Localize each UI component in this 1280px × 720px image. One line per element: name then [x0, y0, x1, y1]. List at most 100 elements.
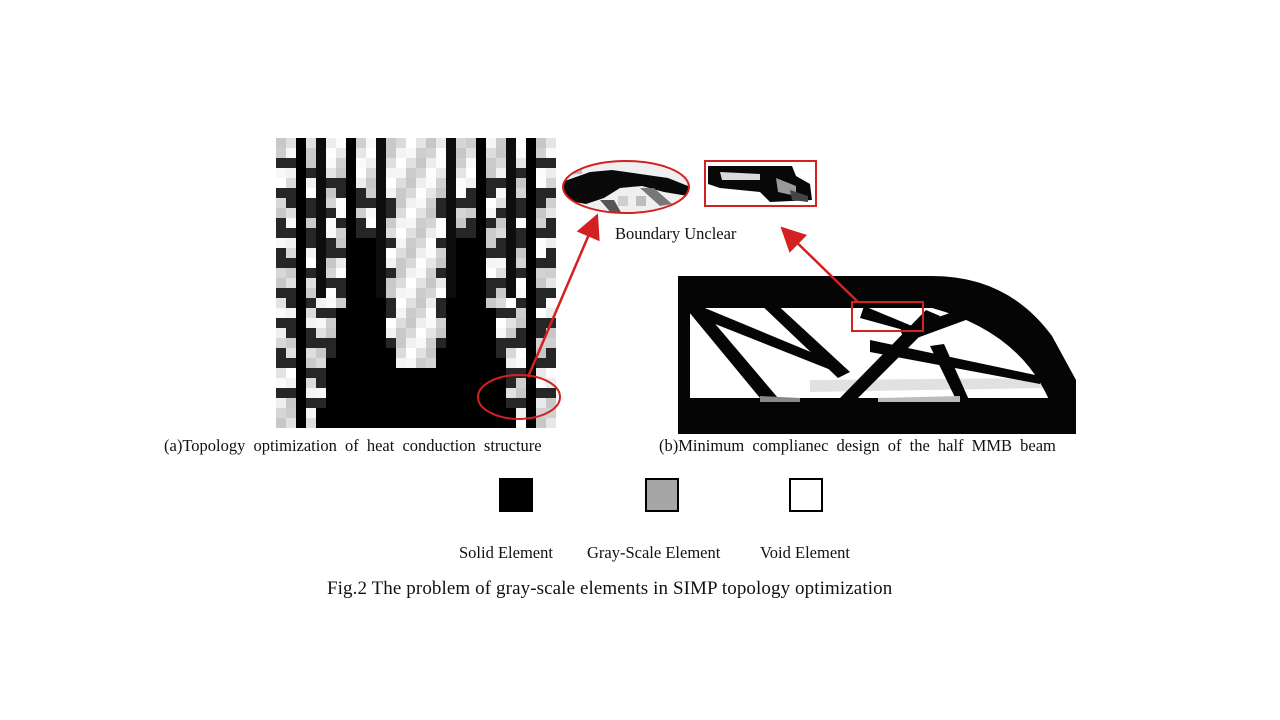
panel-a-pixel: [546, 248, 556, 258]
panel-a-pixel: [446, 328, 456, 338]
panel-a-pixel: [396, 208, 406, 218]
panel-a-pixel: [366, 148, 376, 158]
panel-a-pixel: [386, 278, 396, 288]
panel-a-pixel: [276, 358, 286, 368]
panel-a-pixel: [366, 258, 376, 268]
panel-a-pixel: [376, 268, 386, 278]
panel-a-pixel: [406, 168, 416, 178]
panel-a-pixel: [426, 418, 436, 428]
panel-a-pixel: [526, 178, 536, 188]
panel-a-pixel: [326, 168, 336, 178]
panel-a-pixel: [526, 258, 536, 268]
panel-a-pixel: [406, 218, 416, 228]
panel-a-pixel: [336, 178, 346, 188]
panel-a-pixel: [406, 228, 416, 238]
panel-a-pixel: [346, 358, 356, 368]
panel-a-pixel: [516, 378, 526, 388]
panel-a-pixel: [546, 348, 556, 358]
panel-a-pixel: [476, 288, 486, 298]
panel-a-pixel: [346, 338, 356, 348]
panel-a-pixel: [416, 288, 426, 298]
panel-a-pixel: [306, 178, 316, 188]
panel-a-pixel: [406, 278, 416, 288]
panel-a-pixel: [336, 408, 346, 418]
panel-a-pixel: [366, 228, 376, 238]
panel-a-pixel: [536, 418, 546, 428]
panel-a-pixel: [516, 398, 526, 408]
panel-a-pixel: [356, 148, 366, 158]
panel-a-pixel: [406, 308, 416, 318]
panel-a-pixel: [526, 168, 536, 178]
panel-a-pixel: [286, 258, 296, 268]
panel-a-pixel: [476, 248, 486, 258]
panel-a-pixel: [326, 238, 336, 248]
panel-a-pixel: [496, 368, 506, 378]
panel-a-pixel: [446, 318, 456, 328]
panel-a-pixel: [486, 208, 496, 218]
panel-a-pixel: [496, 348, 506, 358]
panel-a-pixel: [486, 148, 496, 158]
panel-a-pixel: [456, 388, 466, 398]
panel-a-pixel: [356, 218, 366, 228]
panel-a-pixel: [326, 358, 336, 368]
panel-a-pixel: [336, 368, 346, 378]
panel-a-pixel: [536, 138, 546, 148]
panel-a-pixel: [356, 288, 366, 298]
panel-a-pixel: [426, 168, 436, 178]
panel-a-pixel: [476, 358, 486, 368]
panel-a-pixel: [366, 378, 376, 388]
panel-a-pixel: [496, 358, 506, 368]
panel-a-pixel: [306, 138, 316, 148]
panel-a-pixel: [286, 148, 296, 158]
panel-a-pixel: [506, 168, 516, 178]
panel-a-pixel: [366, 218, 376, 228]
panel-a-pixel: [286, 378, 296, 388]
panel-a-pixel: [486, 358, 496, 368]
panel-a-pixel: [416, 258, 426, 268]
panel-a-pixel: [546, 398, 556, 408]
panel-a-pixel: [466, 408, 476, 418]
panel-a-pixel: [516, 368, 526, 378]
panel-a-pixel: [386, 348, 396, 358]
panel-a-pixel: [316, 148, 326, 158]
panel-a-pixel: [316, 178, 326, 188]
panel-a-pixel: [346, 318, 356, 328]
panel-a-pixel: [516, 258, 526, 268]
legend-label-gray: Gray-Scale Element: [587, 543, 721, 562]
panel-a-pixel: [366, 398, 376, 408]
panel-a-pixel: [346, 258, 356, 268]
panel-a-pixel: [276, 158, 286, 168]
panel-a-pixel: [346, 378, 356, 388]
panel-a-pixel: [276, 338, 286, 348]
panel-a-pixel: [536, 338, 546, 348]
panel-a-pixel: [386, 268, 396, 278]
panel-a-pixel: [416, 218, 426, 228]
panel-a-pixel: [406, 338, 416, 348]
panel-a-pixel: [486, 388, 496, 398]
panel-a-pixel: [356, 378, 366, 388]
panel-a-pixel: [426, 218, 436, 228]
panel-a-pixel: [496, 188, 506, 198]
panel-a-pixel: [546, 168, 556, 178]
panel-a-pixel: [476, 338, 486, 348]
panel-a-pixel: [276, 138, 286, 148]
panel-a-pixel: [406, 388, 416, 398]
panel-a-pixel: [546, 278, 556, 288]
panel-a-pixel: [336, 158, 346, 168]
panel-a-pixel: [466, 278, 476, 288]
panel-a-pixel: [286, 358, 296, 368]
panel-a-pixel: [476, 378, 486, 388]
panel-a-pixel: [466, 338, 476, 348]
panel-a-pixel: [476, 258, 486, 268]
panel-a-pixel: [336, 218, 346, 228]
panel-a-pixel: [496, 418, 506, 428]
panel-a-pixel: [296, 298, 306, 308]
panel-a-pixel: [436, 148, 446, 158]
panel-a-pixel: [416, 388, 426, 398]
panel-a-pixel: [316, 218, 326, 228]
panel-a-pixel: [316, 378, 326, 388]
panel-a-pixel: [346, 178, 356, 188]
panel-a-pixel: [496, 258, 506, 268]
panel-a-pixel: [306, 318, 316, 328]
panel-a-pixel: [416, 178, 426, 188]
